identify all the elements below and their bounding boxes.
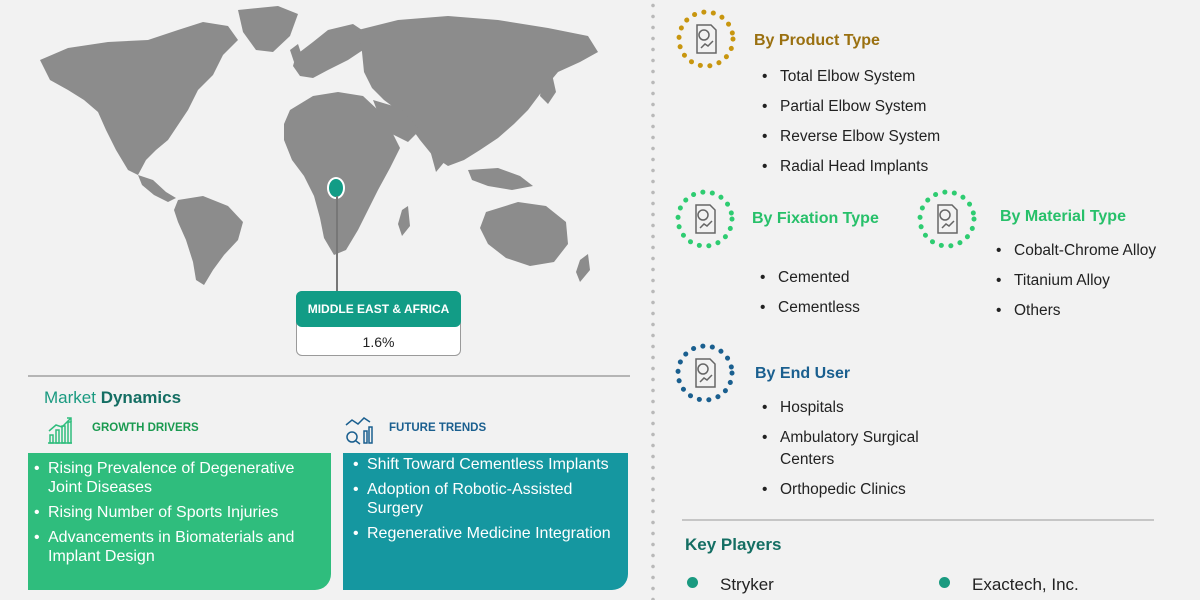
list-item: Ambulatory Surgical Centers — [758, 427, 948, 471]
product-type-title: By Product Type — [754, 32, 880, 49]
growth-chart-icon — [48, 417, 72, 444]
map-new-zealand — [576, 254, 590, 282]
key-player-item: Stryker — [720, 575, 774, 594]
map-central-america — [138, 175, 176, 202]
list-item: Cemented — [756, 263, 860, 293]
growth-drivers-box: Rising Prevalence of Degenerative Joint … — [28, 453, 331, 590]
list-item: Others — [992, 296, 1156, 326]
map-madagascar — [398, 206, 410, 236]
map-africa — [284, 92, 400, 255]
list-item: Reverse Elbow System — [758, 122, 940, 152]
key-player-item: Exactech, Inc. — [972, 575, 1079, 594]
map-europe — [293, 24, 368, 78]
key-players-divider — [682, 519, 1154, 521]
list-item: Cobalt-Chrome Alloy — [992, 236, 1156, 266]
end-user-list: Hospitals Ambulatory Surgical Centers Or… — [758, 397, 948, 501]
list-item: Rising Number of Sports Injuries — [34, 503, 323, 522]
material-type-icon — [917, 189, 977, 249]
map-se-asia — [468, 168, 533, 190]
fixation-type-list: Cemented Cementless — [756, 263, 860, 323]
list-item: Adoption of Robotic-Assisted Surgery — [353, 480, 620, 518]
list-item: Total Elbow System — [758, 62, 940, 92]
bullet-dot — [687, 577, 698, 588]
map-greenland — [238, 6, 298, 52]
material-type-title: By Material Type — [1000, 208, 1126, 225]
horizontal-divider — [28, 375, 630, 377]
list-item: Orthopedic Clinics — [758, 479, 948, 501]
list-item: Radial Head Implants — [758, 152, 940, 182]
region-label: MIDDLE EAST & AFRICA — [296, 291, 461, 327]
bullet-dot — [939, 577, 950, 588]
map-north-america — [40, 22, 238, 175]
product-type-list: Total Elbow System Partial Elbow System … — [758, 62, 940, 182]
end-user-icon — [675, 343, 735, 403]
list-item: Shift Toward Cementless Implants — [353, 455, 620, 474]
list-item: Partial Elbow System — [758, 92, 940, 122]
list-item: Advancements in Biomaterials and Implant… — [34, 528, 323, 566]
key-players-title: Key Players — [685, 535, 782, 554]
product-type-icon — [676, 9, 736, 69]
market-dynamics-title: Market Dynamics — [44, 388, 182, 407]
trend-analysis-icon — [345, 417, 373, 445]
list-item: Rising Prevalence of Degenerative Joint … — [34, 459, 323, 497]
vertical-divider — [651, 0, 655, 600]
list-item: Hospitals — [758, 397, 948, 419]
material-type-list: Cobalt-Chrome Alloy Titanium Alloy Other… — [992, 236, 1156, 326]
end-user-title: By End User — [755, 365, 851, 382]
list-item: Regenerative Medicine Integration — [353, 524, 620, 543]
map-japan — [540, 74, 556, 104]
future-trends-heading: FUTURE TRENDS — [389, 422, 487, 434]
region-value: 1.6% — [362, 334, 395, 350]
world-map — [40, 6, 598, 285]
map-south-america — [174, 196, 243, 285]
list-item: Cementless — [756, 293, 860, 323]
future-trends-box: Shift Toward Cementless Implants Adoptio… — [343, 453, 628, 590]
map-india — [428, 120, 456, 172]
region-connector-line — [336, 196, 338, 292]
growth-drivers-heading: GROWTH DRIVERS — [92, 422, 199, 434]
fixation-type-icon — [675, 189, 735, 249]
map-uk — [290, 44, 302, 62]
map-marker — [327, 177, 345, 199]
map-middle-east — [373, 100, 420, 142]
list-item: Titanium Alloy — [992, 266, 1156, 296]
fixation-type-title: By Fixation Type — [752, 210, 879, 227]
map-australia — [480, 202, 568, 266]
